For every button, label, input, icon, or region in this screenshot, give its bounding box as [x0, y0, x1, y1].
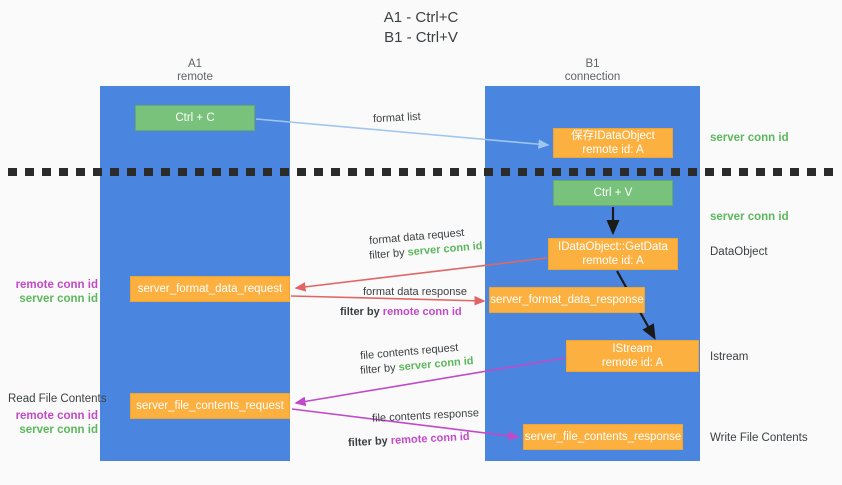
- node-server-file-contents-response[interactable]: server_file_contents_response: [523, 424, 683, 450]
- annotation-remote-conn-id-2: remote conn id: [15, 410, 98, 422]
- annotation-left-conn-ids-1: remote conn id server conn id: [8, 278, 98, 306]
- annotation-read-file-contents: Read File Contents: [8, 393, 107, 405]
- node-server-format-data-request[interactable]: server_format_data_request: [130, 276, 290, 302]
- annotation-dataobject: DataObject: [710, 246, 768, 258]
- diagram-title: A1 - Ctrl+C B1 - Ctrl+V: [0, 8, 842, 48]
- filter-prefix: filter by: [347, 434, 392, 450]
- title-line-2: B1 - Ctrl+V: [384, 29, 458, 46]
- node-ctrl-c[interactable]: Ctrl + C: [135, 105, 255, 131]
- node-server-format-data-response-label: server_format_data_response: [490, 294, 644, 306]
- node-server-format-data-response[interactable]: server_format_data_response: [489, 287, 645, 313]
- node-save-idataobject[interactable]: 保存IDataObject remote id: A: [553, 128, 673, 158]
- filter-prefix: filter by: [368, 246, 409, 262]
- edge-label-format-list: format list: [373, 110, 421, 126]
- column-a1-role: remote: [177, 71, 213, 83]
- node-ctrl-v[interactable]: Ctrl + V: [553, 180, 673, 206]
- edge-label-file-contents-response-filter: filter by remote conn id: [348, 430, 470, 450]
- column-b1-name: B1: [585, 58, 600, 70]
- edge-label-format-data-response: format data response: [363, 285, 467, 299]
- annotation-remote-conn-id-1: remote conn id: [15, 279, 98, 291]
- node-ctrl-v-label: Ctrl + V: [593, 187, 633, 199]
- phase-divider-dashed-line: [8, 168, 834, 176]
- node-istream-remote-id: remote id: A: [601, 357, 664, 369]
- node-server-format-data-request-label: server_format_data_request: [137, 283, 283, 295]
- node-server-file-contents-request-label: server_file_contents_request: [136, 400, 284, 412]
- filter-value-remote-conn-id: remote conn id: [390, 430, 470, 447]
- node-server-file-contents-response-label: server_file_contents_response: [524, 431, 682, 443]
- annotation-server-conn-id-1: server conn id: [19, 293, 98, 305]
- edge-label-file-contents-response-text: file contents response: [371, 407, 480, 425]
- column-header-b1: B1 connection: [485, 58, 700, 84]
- filter-prefix: filter by: [340, 306, 383, 318]
- node-idataobject-getdata-label: IDataObject::GetData: [558, 241, 668, 253]
- node-istream-label: IStream: [612, 343, 653, 355]
- annotation-server-conn-id-top: server conn id: [710, 132, 789, 144]
- title-line-1: A1 - Ctrl+C: [383, 9, 459, 26]
- edge-label-format-list-text: format list: [372, 110, 421, 126]
- node-idataobject-getdata-remote-id: remote id: A: [582, 255, 644, 267]
- annotation-server-conn-id-2: server conn id: [19, 424, 98, 436]
- edge-label-file-contents-response: file contents response: [372, 406, 480, 426]
- node-server-file-contents-request[interactable]: server_file_contents_request: [130, 393, 290, 419]
- edge-label-format-data-response-text: format data response: [363, 286, 467, 298]
- edge-label-format-data-response-filter: filter by remote conn id: [340, 305, 462, 319]
- node-istream[interactable]: IStream remote id: A: [566, 340, 699, 372]
- annotation-write-file-contents: Write File Contents: [710, 432, 808, 444]
- column-b1-role: connection: [564, 71, 621, 83]
- annotation-server-conn-id-mid: server conn id: [710, 211, 789, 223]
- filter-prefix: filter by: [359, 361, 400, 377]
- annotation-left-conn-ids-2: Read File Contents remote conn id server…: [8, 392, 107, 437]
- column-a1-name: A1: [187, 58, 203, 70]
- annotation-istream: Istream: [710, 351, 749, 363]
- filter-value-remote-conn-id: remote conn id: [382, 306, 462, 318]
- node-ctrl-c-label: Ctrl + C: [175, 112, 215, 124]
- column-header-a1: A1 remote: [100, 58, 290, 84]
- node-save-idataobject-label: 保存IDataObject: [571, 130, 655, 142]
- node-idataobject-getdata[interactable]: IDataObject::GetData remote id: A: [548, 238, 678, 270]
- node-save-idataobject-remote-id: remote id: A: [582, 144, 644, 156]
